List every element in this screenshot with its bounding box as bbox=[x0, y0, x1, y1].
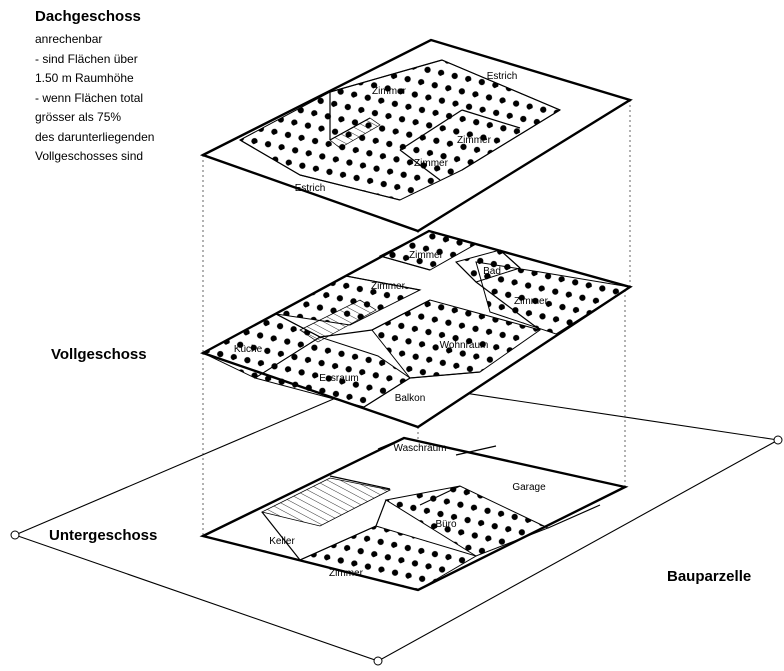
room-essraum-area bbox=[253, 336, 411, 408]
room-label-balkon: Balkon bbox=[395, 393, 426, 404]
title-untergeschoss: Untergeschoss bbox=[49, 527, 158, 544]
room-label-waschraum: Waschraum bbox=[394, 443, 447, 454]
note-line-2: - sind Flächen über bbox=[35, 51, 138, 66]
note-line-5: grösser als 75% bbox=[35, 110, 122, 124]
vollgeschoss-plan: Zimmer Bad Zimmer Zimmer Küche Wohnraum … bbox=[200, 229, 633, 429]
room-label-zimmer-vg-top: Zimmer bbox=[409, 250, 444, 261]
note-line-3: 1.50 m Raumhöhe bbox=[35, 71, 134, 85]
room-stair-vg bbox=[299, 299, 377, 343]
room-label-zimmer-dach-3: Zimmer bbox=[414, 158, 449, 169]
room-label-bad: Bad bbox=[483, 266, 501, 277]
room-label-estrich-bottom: Estrich bbox=[295, 183, 326, 194]
dachgeschoss-plan: Estrich Zimmer Zimmer Zimmer Estrich bbox=[199, 38, 633, 233]
dachgeschoss-note: anrechenbar - sind Flächen über 1.50 m R… bbox=[35, 30, 154, 167]
room-label-zimmer-vg-left: Zimmer bbox=[371, 281, 406, 292]
parcel-corner-east bbox=[773, 435, 783, 445]
note-line-1: anrechenbar bbox=[35, 32, 103, 46]
untergeschoss-plan: Waschraum Garage Büro Keller Zimmer bbox=[199, 436, 629, 592]
room-zimmer-vg3-area bbox=[475, 261, 632, 335]
label-bauparzelle: Bauparzelle bbox=[667, 568, 752, 585]
room-label-kueche: Küche bbox=[234, 344, 263, 355]
title-dachgeschoss: Dachgeschoss bbox=[35, 8, 141, 25]
room-label-garage: Garage bbox=[512, 482, 546, 493]
title-vollgeschoss: Vollgeschoss bbox=[51, 346, 147, 363]
room-label-keller: Keller bbox=[269, 536, 295, 547]
room-stair-ug bbox=[260, 477, 392, 527]
note-line-4: - wenn Flächen total bbox=[35, 90, 144, 105]
room-label-estrich-top: Estrich bbox=[487, 71, 518, 82]
room-label-zimmer-ug: Zimmer bbox=[329, 568, 364, 579]
room-label-wohnraum: Wohnraum bbox=[440, 340, 489, 351]
room-label-zimmer-vg-right: Zimmer bbox=[514, 296, 549, 307]
note-line-6: des darunterliegenden bbox=[35, 129, 155, 144]
parcel-corner-west bbox=[10, 530, 20, 540]
room-label-essraum: Essraum bbox=[319, 373, 358, 384]
room-label-zimmer-dach-1: Zimmer bbox=[372, 86, 407, 97]
room-label-buero: Büro bbox=[435, 519, 457, 530]
parcel-corner-south bbox=[373, 656, 383, 666]
note-line-7: Vollgeschosses sind bbox=[35, 149, 144, 163]
room-stair-dach bbox=[329, 117, 381, 149]
room-label-zimmer-dach-2: Zimmer bbox=[457, 135, 492, 146]
